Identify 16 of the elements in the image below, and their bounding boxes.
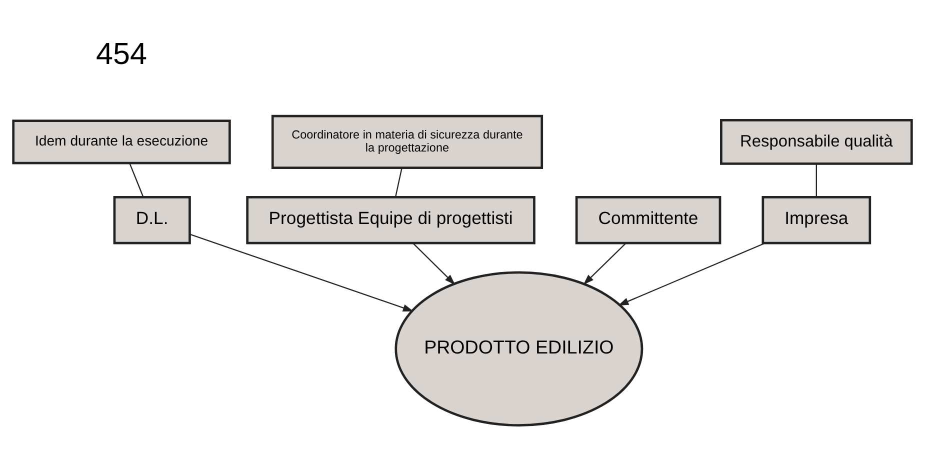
- arrow: [412, 242, 456, 285]
- node-box: Committente: [575, 196, 722, 244]
- node-box: D.L.: [113, 196, 191, 244]
- arrow: [190, 234, 414, 312]
- arrow: [618, 242, 766, 306]
- label: 454: [96, 37, 148, 72]
- node-box: Impresa: [762, 196, 872, 244]
- node-ellipse: PRODOTTO EDILIZIO: [394, 271, 644, 426]
- connector: [129, 163, 144, 198]
- arrow: [583, 242, 626, 285]
- node-box: Idem durante la esecuzione: [12, 120, 231, 164]
- connector: [816, 164, 817, 198]
- node-box: Progettista Equipe di progettisti: [246, 196, 536, 244]
- node-box: Coordinatore in materia di sicurezza durante la progettazione: [271, 114, 544, 169]
- node-box: Responsabile qualità: [720, 119, 913, 165]
- connector: [395, 168, 402, 197]
